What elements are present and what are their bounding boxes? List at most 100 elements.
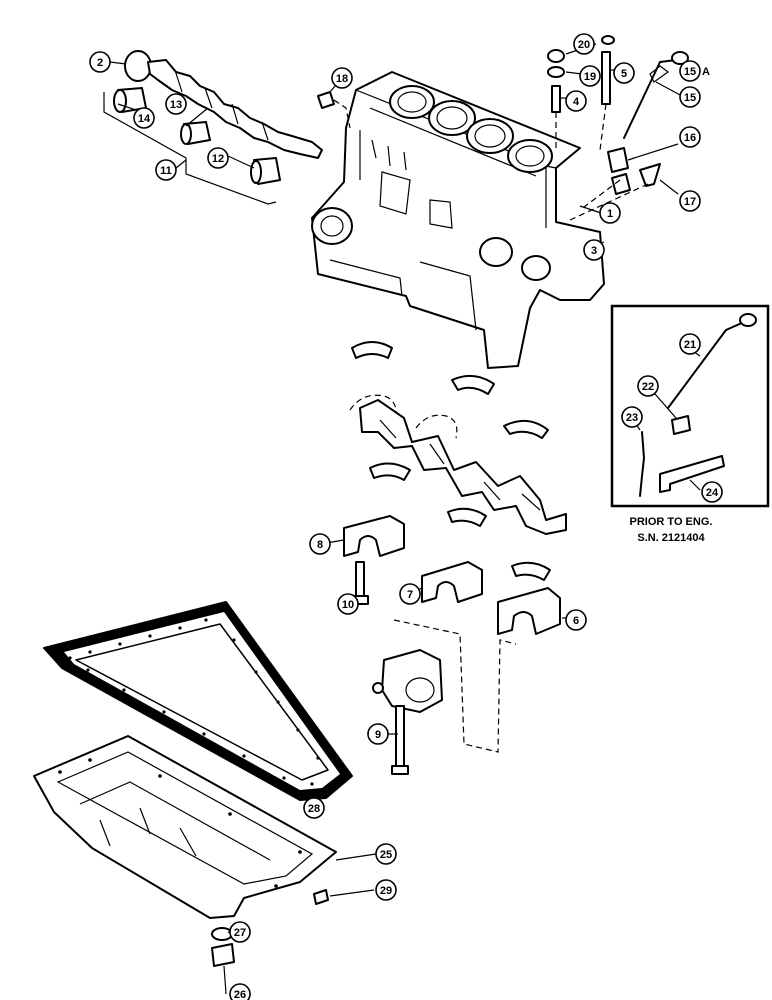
- callout-17: 17: [679, 190, 701, 212]
- callout-11: 11: [155, 159, 177, 181]
- callout-label: 12: [212, 153, 224, 165]
- callout-label: 26: [234, 989, 246, 1000]
- callout-label: 15: [684, 92, 696, 104]
- callout-label: 19: [584, 71, 596, 83]
- callout-label: 8: [317, 539, 323, 551]
- dipstick-15: [623, 59, 677, 139]
- callout-label: 23: [626, 412, 638, 424]
- callout-1: 1: [599, 202, 621, 224]
- callout-3: 3: [583, 239, 605, 261]
- callout-14: 14: [133, 107, 155, 129]
- crankshaft: [359, 399, 567, 535]
- callout-label: 25: [380, 849, 392, 861]
- oil-pan-25: [33, 735, 337, 967]
- bushing-12: [250, 157, 281, 185]
- callout-label: 6: [573, 615, 579, 627]
- callout-label: 10: [342, 599, 354, 611]
- plug-22: [671, 415, 691, 435]
- oil-pan-gasket-28: [43, 601, 353, 801]
- callout-12: 12: [207, 147, 229, 169]
- bearing-caps: [343, 515, 561, 635]
- callout-label: 13: [170, 99, 182, 111]
- tube-16: [607, 147, 629, 173]
- callout-10: 10: [337, 593, 359, 615]
- stud-4: [551, 85, 561, 113]
- callout-label: 29: [380, 885, 392, 897]
- crankshaft-group: [349, 341, 567, 581]
- callout-label: 16: [684, 132, 696, 144]
- callout-label: 17: [684, 196, 696, 208]
- stud-5: [601, 51, 611, 105]
- callout-23: 23: [621, 406, 643, 428]
- callout-15: 15: [679, 60, 701, 82]
- callout-label: 24: [706, 487, 719, 499]
- callout-2: 2: [89, 51, 111, 73]
- callout-15: 15: [679, 86, 701, 108]
- callout-label: 5: [621, 68, 627, 80]
- adapter-17: [639, 163, 661, 187]
- callout-label: 1: [607, 208, 613, 220]
- callout-27: 27: [229, 921, 251, 943]
- callout-13: 13: [165, 93, 187, 115]
- bushing-13: [180, 121, 211, 145]
- bolt-9: [395, 705, 405, 769]
- callout-28: 28: [303, 797, 325, 819]
- callout-label: 14: [138, 113, 151, 125]
- drain-plug-29: [313, 889, 329, 905]
- callout-19: 19: [579, 65, 601, 87]
- callout-label: 20: [578, 39, 590, 51]
- callout-18: 18: [331, 67, 353, 89]
- inset-caption-line1: PRIOR TO ENG.: [630, 516, 713, 528]
- bearing-cap-7: [421, 561, 483, 603]
- washer-19: [547, 66, 565, 78]
- callout-21: 21: [679, 333, 701, 355]
- callout-25: 25: [375, 843, 397, 865]
- oil-pump-group: [372, 619, 517, 775]
- callout-a: A: [702, 66, 710, 78]
- callout-label: 22: [642, 381, 654, 393]
- callout-label: 21: [684, 339, 696, 351]
- bolt-10: [355, 561, 365, 597]
- washer-27: [211, 927, 233, 941]
- dipstick-assembly: [569, 51, 689, 221]
- callout-5: 5: [613, 62, 635, 84]
- callout-label: 27: [234, 927, 246, 939]
- stud-18: [317, 91, 335, 109]
- callout-26: 26: [229, 983, 251, 1000]
- camshaft-group: [103, 50, 323, 205]
- callout-label: A: [702, 66, 710, 78]
- bearing-cap-8: [343, 515, 405, 557]
- callout-24: 24: [701, 481, 723, 503]
- callout-label: 18: [336, 73, 348, 85]
- callout-label: 28: [308, 803, 320, 815]
- callout-label: 15: [684, 66, 696, 78]
- top-hardware: [317, 35, 615, 151]
- callout-4: 4: [565, 90, 587, 112]
- callout-6: 6: [565, 609, 587, 631]
- cylinder-block: [311, 71, 605, 369]
- callout-22: 22: [637, 375, 659, 397]
- oil-pump: [381, 649, 443, 713]
- bracket-24: [659, 455, 725, 493]
- callout-label: 3: [591, 245, 597, 257]
- camshaft: [147, 59, 323, 159]
- bushing-bracket: [103, 92, 277, 205]
- callout-label: 4: [573, 96, 580, 108]
- callout-label: 9: [375, 729, 381, 741]
- tube-23: [639, 431, 645, 497]
- callout-label: 11: [160, 165, 172, 177]
- plug-26: [211, 943, 235, 967]
- bearing-cap-6: [497, 587, 561, 635]
- callout-16: 16: [679, 126, 701, 148]
- camshaft-plug: [124, 50, 152, 82]
- inset-caption-line2: S.N. 2121404: [637, 532, 705, 544]
- callout-20: 20: [573, 33, 595, 55]
- callout-label: 2: [97, 57, 103, 69]
- dipstick-21: [667, 321, 745, 409]
- nut-20: [547, 49, 565, 63]
- callout-29: 29: [375, 879, 397, 901]
- callout-label: 7: [407, 589, 413, 601]
- callout-7: 7: [399, 583, 421, 605]
